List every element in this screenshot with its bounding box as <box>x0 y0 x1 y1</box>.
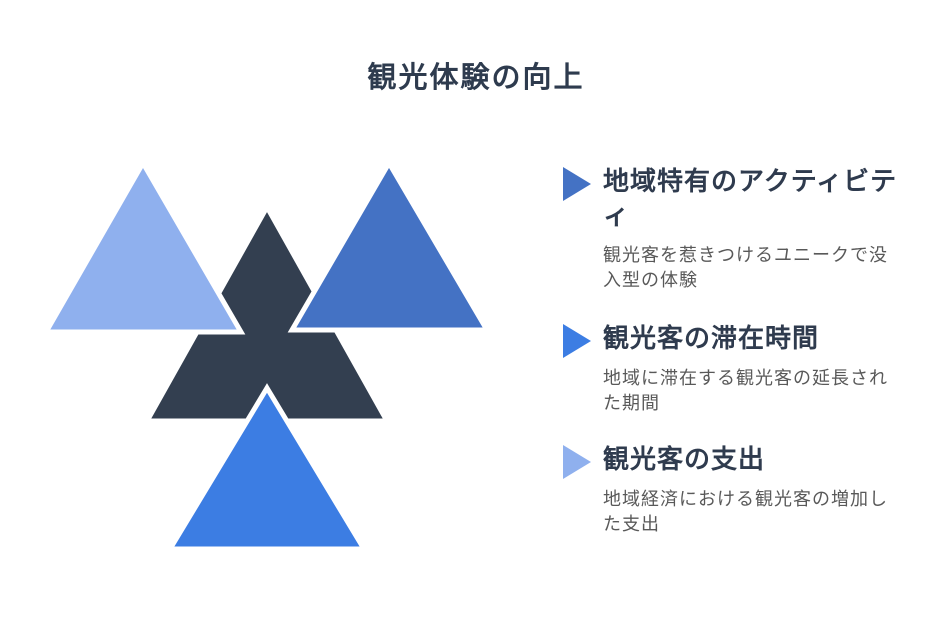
list-item: 観光客の支出 地域経済における観光客の増加し た支出 <box>563 443 918 537</box>
item-heading: 観光客の滞在時間 <box>603 323 820 353</box>
list-item: 地域特有のアクティビテ ィ 観光客を惹きつけるユニークで没 入型の体験 <box>563 165 918 293</box>
triangle-bullet-icon <box>563 445 591 479</box>
list-item-text: 観光客の滞在時間 地域に滞在する観光客の延長され た期間 <box>603 322 918 416</box>
item-heading: 観光客の支出 <box>603 444 766 474</box>
item-description: 地域経済における観光客の増加し た支出 <box>603 488 888 534</box>
list-item-text: 地域特有のアクティビテ ィ 観光客を惹きつけるユニークで没 入型の体験 <box>603 165 918 293</box>
list-item: 観光客の滞在時間 地域に滞在する観光客の延長され た期間 <box>563 322 918 416</box>
triangle-bullet-icon <box>563 324 591 358</box>
item-description: 観光客を惹きつけるユニークで没 入型の体験 <box>603 244 888 290</box>
item-heading: 地域特有のアクティビテ ィ <box>603 166 898 230</box>
list-item-text: 観光客の支出 地域経済における観光客の増加し た支出 <box>603 443 918 537</box>
item-description: 地域に滞在する観光客の延長され た期間 <box>603 367 888 413</box>
page-title: 観光体験の向上 <box>367 62 585 94</box>
top-right-triangle <box>287 158 492 333</box>
feature-list: 地域特有のアクティビテ ィ 観光客を惹きつけるユニークで没 入型の体験 観光客の… <box>563 0 918 623</box>
top-left-triangle <box>41 157 246 335</box>
triangle-bullet-icon <box>563 167 591 201</box>
bottom-triangle <box>165 383 369 552</box>
triangle-cluster-graphic <box>41 157 492 552</box>
